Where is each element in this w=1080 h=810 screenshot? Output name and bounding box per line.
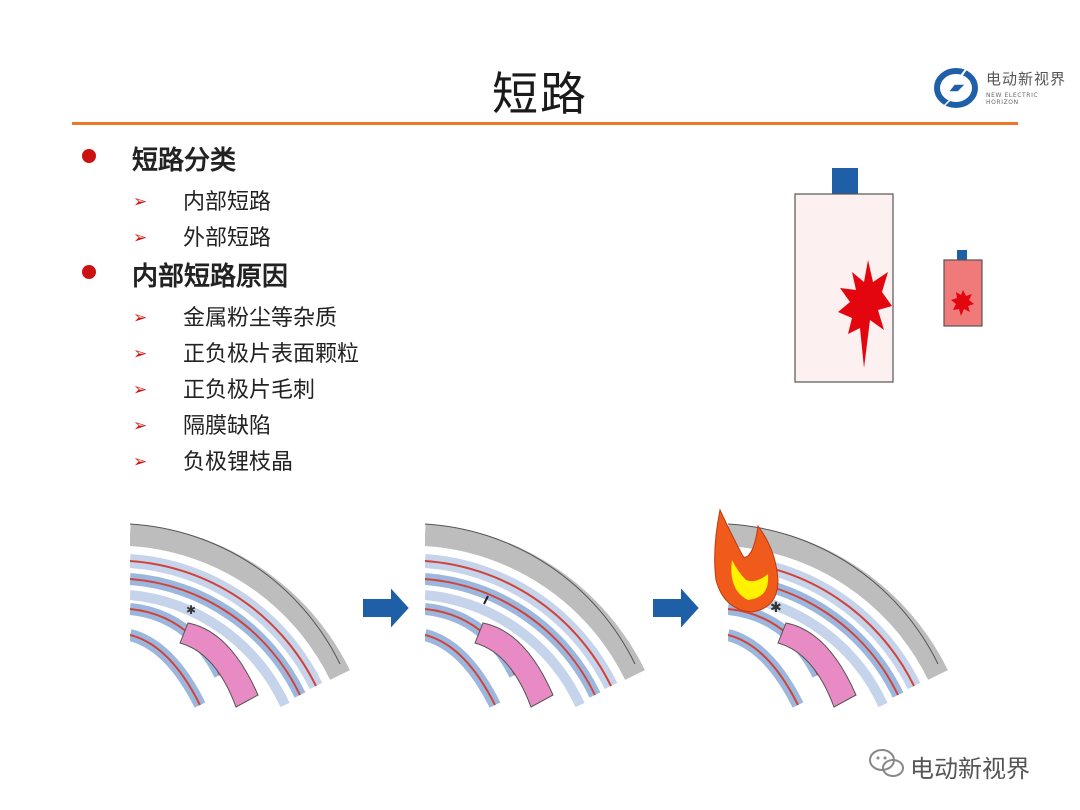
- red-arrowhead-icon: ➢: [133, 416, 148, 436]
- stage-1-particle: ✱: [130, 524, 340, 707]
- battery-terminal: [957, 250, 967, 260]
- lightning-globe-icon: [934, 63, 978, 113]
- list-item: ➢ 正负极片毛刺: [133, 372, 315, 404]
- flame-icon: [714, 508, 779, 613]
- list-item-label: 外部短路: [183, 226, 272, 251]
- watermark: 电动新视界: [868, 745, 1058, 785]
- battery-short-illustration: [794, 168, 983, 383]
- red-arrowhead-icon: ➢: [133, 380, 148, 400]
- logo-name: 电动新视界: [986, 70, 1067, 88]
- list-item-label: 正负极片表面颗粒: [183, 342, 360, 367]
- slide-title: 短路: [492, 67, 588, 121]
- list-item: ➢ 内部短路: [133, 184, 271, 216]
- spark-icon: [951, 290, 974, 316]
- section-heading: 短路分类: [132, 146, 237, 176]
- red-arrowhead-icon: ➢: [133, 192, 148, 212]
- stage-3-thermal-runaway: ✱: [728, 524, 938, 707]
- red-arrowhead-icon: ➢: [133, 308, 148, 328]
- red-arrowhead-icon: ➢: [133, 228, 148, 248]
- list-item: ➢ 隔膜缺陷: [133, 408, 271, 440]
- list-item: ➢ 金属粉尘等杂质: [133, 300, 337, 332]
- brand-logo: 电动新视界 NEW ELECTRIC HORIZON: [930, 62, 1070, 113]
- list-item: ➢ 正负极片表面颗粒: [133, 336, 359, 368]
- battery-terminal: [832, 168, 858, 194]
- red-arrowhead-icon: ➢: [133, 452, 148, 472]
- list-item-label: 内部短路: [183, 190, 272, 215]
- list-item-label: 负极锂枝晶: [183, 450, 294, 475]
- list-item: ➢ 外部短路: [133, 220, 271, 252]
- list-item: ➢ 负极锂枝晶: [133, 444, 293, 476]
- blue-arrow-icon: [651, 583, 702, 633]
- wechat-icon: [869, 749, 904, 777]
- red-dot-icon: [82, 265, 96, 279]
- blue-arrow-icon: [361, 583, 412, 633]
- spark-icon: [838, 260, 892, 368]
- logo-tagline: NEW ELECTRIC HORIZON: [986, 92, 1039, 106]
- spark-icon: ✱: [186, 603, 196, 617]
- red-arrowhead-icon: ➢: [133, 344, 148, 364]
- internal-short-process-diagram: ✱ ✱: [0, 508, 1080, 730]
- title-divider: [72, 122, 1018, 125]
- watermark-text: 电动新视界: [910, 755, 1030, 783]
- list-item-label: 正负极片毛刺: [183, 378, 316, 403]
- stage-2-separator-pierced: [425, 524, 635, 707]
- red-dot-icon: [82, 149, 96, 163]
- spark-icon: ✱: [770, 600, 782, 616]
- list-item-label: 隔膜缺陷: [183, 414, 272, 439]
- section-heading: 内部短路原因: [132, 262, 289, 292]
- list-item-label: 金属粉尘等杂质: [183, 306, 338, 331]
